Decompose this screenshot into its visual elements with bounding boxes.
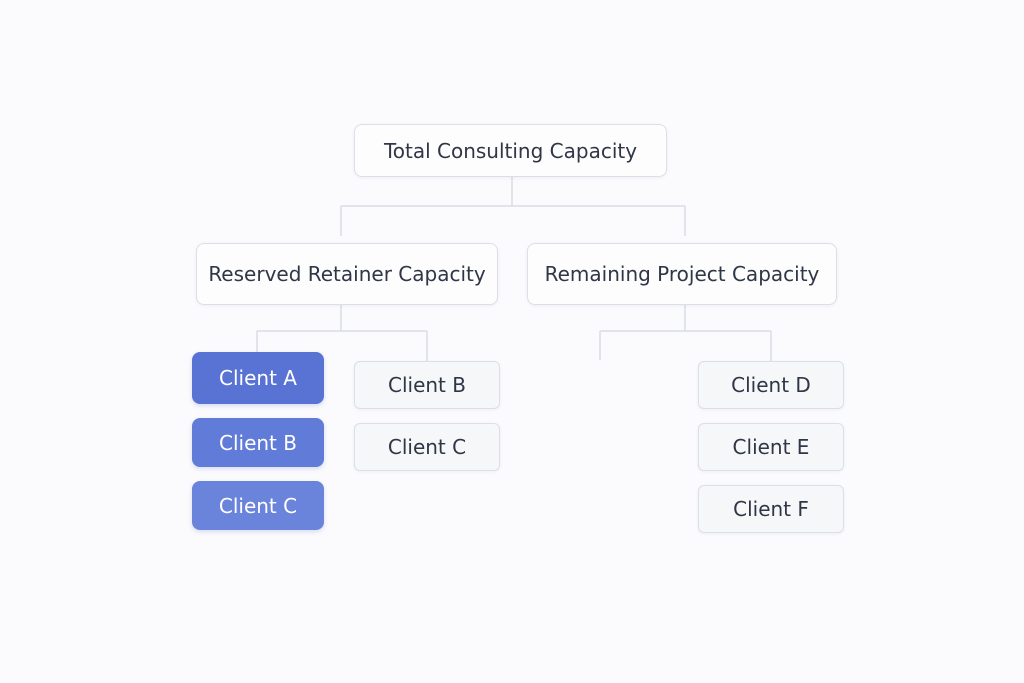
client-node-label: Client C [387, 435, 467, 459]
branch-node-reserved-retainer: Reserved Retainer Capacity [196, 243, 498, 305]
branch-node-remaining-project-label: Remaining Project Capacity [544, 262, 820, 286]
client-node-highlighted-a: Client A [192, 352, 324, 404]
client-node-label: Client B [219, 430, 297, 455]
client-node-label: Client A [219, 366, 297, 390]
client-node-label: Client E [732, 435, 810, 459]
root-node: Total Consulting Capacity [354, 124, 667, 177]
client-node-d: Client D [698, 361, 844, 409]
client-node-label: Client F [733, 497, 809, 521]
client-node-f: Client F [698, 485, 844, 533]
client-node-highlighted-b: Client B [192, 418, 324, 467]
client-node-label: Client C [218, 493, 298, 518]
root-node-label: Total Consulting Capacity [383, 138, 638, 163]
client-node-outlined-b: Client B [354, 361, 500, 409]
client-node-highlighted-c: Client C [192, 481, 324, 530]
client-node-e: Client E [698, 423, 844, 471]
client-node-label: Client B [388, 373, 466, 397]
client-node-label: Client D [731, 373, 811, 397]
client-node-outlined-c: Client C [354, 423, 500, 471]
branch-node-remaining-project: Remaining Project Capacity [527, 243, 837, 305]
branch-node-reserved-retainer-label: Reserved Retainer Capacity [208, 262, 486, 286]
